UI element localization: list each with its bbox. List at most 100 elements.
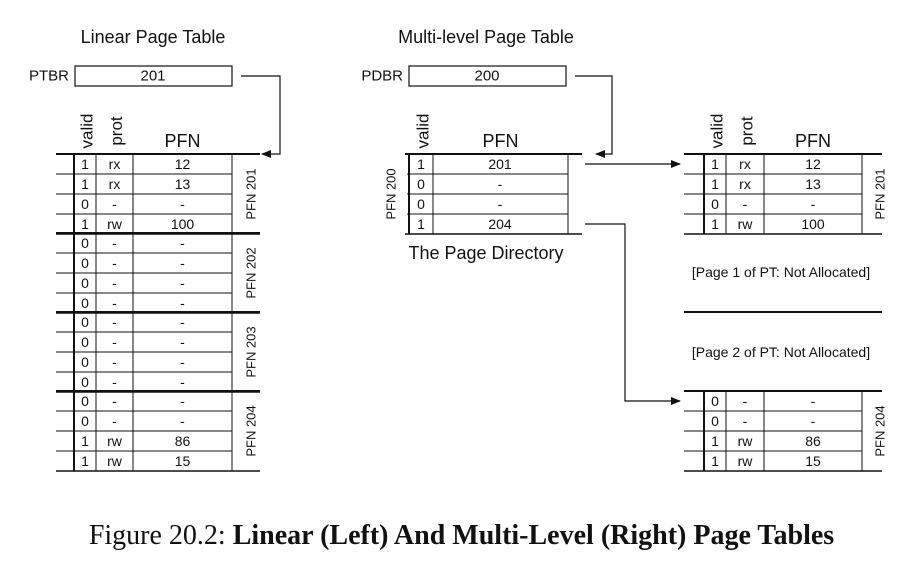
page-frame-label: PFN 201 [873, 168, 888, 219]
pfn-cell: - [180, 255, 185, 271]
valid-bit-cell: 0 [81, 196, 89, 212]
multilevel-table-title: Multi-level Page Table [398, 27, 574, 47]
valid-bit-cell: 0 [81, 354, 89, 370]
pdbr-pointer-arrow [575, 75, 613, 158]
directory-valid-cell: 1 [417, 156, 425, 172]
valid-bit-cell: 1 [81, 433, 89, 449]
valid-bit-cell: 0 [81, 255, 89, 271]
directory-header-valid: valid [414, 114, 433, 149]
not-allocated-label: [Page 2 of PT: Not Allocated] [692, 344, 870, 360]
pfn-cell: 100 [171, 216, 195, 232]
pfn-cell: - [180, 314, 185, 330]
prot-cell: rw [738, 433, 754, 449]
prot-cell: rx [739, 176, 751, 192]
figure-caption-prefix: Figure 20.2: [88, 520, 226, 551]
prot-cell: rw [738, 216, 754, 232]
prot-cell: - [112, 334, 117, 350]
page-frame-label: PFN 203 [244, 326, 259, 377]
pfn-cell: 15 [805, 453, 821, 469]
prot-cell: - [112, 275, 117, 291]
ptbr-register-box [74, 65, 233, 87]
valid-bit-cell: 0 [81, 235, 89, 251]
directory-valid-cell: 1 [417, 216, 425, 232]
valid-bit-cell: 1 [711, 453, 719, 469]
valid-bit-cell: 1 [81, 176, 89, 192]
pfn-cell: - [180, 374, 185, 390]
valid-bit-cell: 0 [81, 275, 89, 291]
valid-bit-cell: 0 [81, 314, 89, 330]
pdbr-register-label: PDBR [361, 68, 403, 85]
linear-table-title: Linear Page Table [81, 27, 226, 47]
directory-entry-204-arrow [585, 223, 681, 405]
prot-cell: - [112, 255, 117, 271]
prot-cell: rw [738, 453, 754, 469]
page1-header-valid: valid [708, 114, 727, 149]
pfn-cell: - [180, 413, 185, 429]
linear-header-pfn: PFN [165, 131, 201, 151]
directory-header-pfn: PFN [483, 131, 519, 151]
pfn-cell: 12 [805, 156, 821, 172]
figure-caption-title: Linear (Left) And Multi-Level (Right) Pa… [232, 520, 835, 551]
directory-pfn-cell: 204 [488, 216, 512, 232]
pfn-cell: 86 [805, 433, 821, 449]
ptbr-pointer-arrow [241, 75, 281, 158]
directory-caption: The Page Directory [408, 243, 563, 263]
pfn-cell: - [811, 393, 816, 409]
pfn-cell: 86 [175, 433, 191, 449]
valid-bit-cell: 0 [711, 393, 719, 409]
pfn-cell: - [811, 413, 816, 429]
valid-bit-cell: 1 [711, 216, 719, 232]
prot-cell: rw [107, 216, 123, 232]
pdbr-register-box [408, 65, 567, 87]
valid-bit-cell: 1 [711, 433, 719, 449]
directory-valid-cell: 0 [417, 196, 425, 212]
pfn-cell: - [180, 354, 185, 370]
directory-pfn-cell: - [498, 196, 503, 212]
ptbr-register-value: 201 [140, 68, 165, 85]
prot-cell: rx [109, 156, 121, 172]
prot-cell: - [743, 393, 748, 409]
valid-bit-cell: 0 [81, 393, 89, 409]
prot-cell: - [743, 413, 748, 429]
directory-pfn-cell: - [498, 176, 503, 192]
pfn-cell: - [180, 235, 185, 251]
valid-bit-cell: 1 [711, 176, 719, 192]
page-frame-label: PFN 202 [244, 247, 259, 298]
valid-bit-cell: 0 [81, 295, 89, 311]
page1-header-prot: prot [738, 116, 757, 146]
prot-cell: - [112, 374, 117, 390]
prot-cell: - [112, 413, 117, 429]
pfn-cell: - [180, 196, 185, 212]
linear-header-valid: valid [78, 114, 97, 149]
valid-bit-cell: 0 [81, 334, 89, 350]
page-frame-label: PFN 201 [244, 168, 259, 219]
prot-cell: - [112, 393, 117, 409]
directory-pfn-cell: 201 [488, 156, 512, 172]
prot-cell: rx [739, 156, 751, 172]
valid-bit-cell: 0 [711, 413, 719, 429]
prot-cell: - [112, 196, 117, 212]
linear-header-prot: prot [107, 116, 126, 146]
valid-bit-cell: 1 [81, 216, 89, 232]
valid-bit-cell: 1 [81, 156, 89, 172]
directory-valid-cell: 0 [417, 176, 425, 192]
page-frame-label: PFN 204 [873, 405, 888, 456]
prot-cell: rx [109, 176, 121, 192]
not-allocated-label: [Page 1 of PT: Not Allocated] [692, 264, 870, 280]
valid-bit-cell: 1 [81, 453, 89, 469]
pfn-cell: - [180, 275, 185, 291]
pfn-cell: 12 [175, 156, 191, 172]
page1-header-pfn: PFN [795, 131, 831, 151]
prot-cell: - [112, 235, 117, 251]
pfn-cell: - [811, 196, 816, 212]
pfn-cell: 100 [801, 216, 825, 232]
prot-cell: - [112, 314, 117, 330]
pfn-cell: - [180, 393, 185, 409]
pfn-cell: 13 [805, 176, 821, 192]
pfn-cell: 13 [175, 176, 191, 192]
pfn-cell: 15 [175, 453, 191, 469]
pfn-cell: - [180, 295, 185, 311]
page-frame-label: PFN 204 [244, 405, 259, 456]
valid-bit-cell: 0 [81, 413, 89, 429]
